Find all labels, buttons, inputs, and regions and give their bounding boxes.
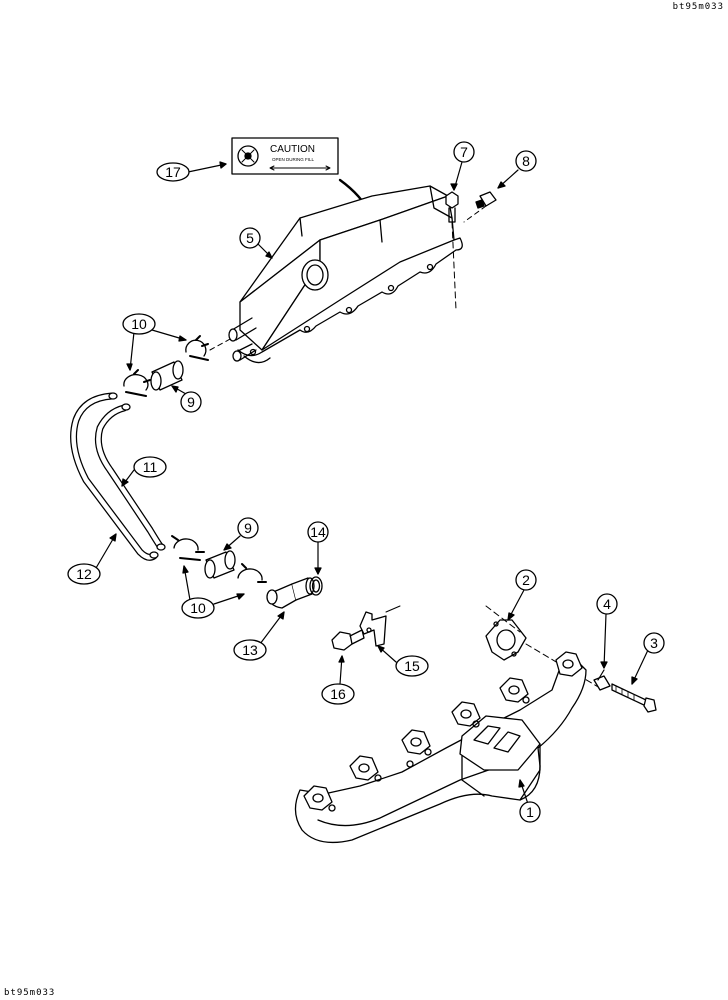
callouts: 17 7 8 5 10 9 11 bbox=[67, 141, 665, 823]
callout-5-label: 5 bbox=[246, 230, 254, 246]
callout-16 bbox=[321, 683, 355, 705]
decal-title: CAUTION bbox=[270, 144, 315, 155]
manifold-stud bbox=[611, 683, 657, 713]
mounting-bolt bbox=[331, 629, 365, 651]
callout-1-label: 1 bbox=[526, 804, 534, 820]
callout-2-label: 2 bbox=[522, 572, 530, 588]
callout-8-label: 8 bbox=[522, 153, 530, 169]
manifold-gasket bbox=[485, 619, 527, 661]
coolant-tube-12 bbox=[70, 392, 159, 561]
lock-clip bbox=[593, 669, 611, 691]
callout-5 bbox=[239, 227, 261, 249]
callout-14 bbox=[307, 521, 329, 543]
exhaust-manifold bbox=[294, 651, 587, 844]
drawing-code-top: bt95m033 bbox=[672, 2, 724, 12]
level-sensor bbox=[463, 191, 497, 223]
callout-9-upper-label: 9 bbox=[187, 394, 195, 410]
callout-3 bbox=[643, 632, 665, 654]
callout-13-label: 13 bbox=[242, 642, 258, 658]
callout-11-label: 11 bbox=[143, 459, 158, 475]
callout-10-upper-label: 10 bbox=[131, 316, 147, 332]
callout-16-label: 16 bbox=[330, 686, 346, 702]
decal-subtitle: OPEN DURING FILL bbox=[272, 157, 315, 162]
callout-11 bbox=[133, 456, 167, 478]
caution-decal: CAUTION OPEN DURING FILL bbox=[231, 137, 339, 175]
elbow-fitting bbox=[266, 577, 315, 609]
lower-hose-9 bbox=[204, 550, 236, 579]
callout-4-label: 4 bbox=[603, 596, 611, 612]
callout-15 bbox=[395, 655, 429, 677]
lower-clamp-1 bbox=[171, 535, 205, 561]
callout-2 bbox=[515, 569, 537, 591]
decal-warning-icon bbox=[237, 145, 259, 167]
callout-4 bbox=[596, 593, 618, 615]
upper-clamp-1 bbox=[185, 335, 209, 361]
callout-3-label: 3 bbox=[650, 635, 658, 651]
callout-17 bbox=[156, 162, 190, 182]
callout-14-label: 14 bbox=[310, 524, 326, 540]
upper-clamp-2 bbox=[123, 369, 151, 397]
callout-7-label: 7 bbox=[460, 144, 468, 160]
callout-12-label: 12 bbox=[76, 566, 92, 582]
callout-15-label: 15 bbox=[404, 658, 420, 674]
callout-13 bbox=[233, 639, 267, 661]
callout-12 bbox=[67, 563, 101, 585]
expansion-tank bbox=[228, 185, 463, 364]
drawing-code-bottom: bt95m033 bbox=[4, 988, 56, 998]
callout-8 bbox=[515, 150, 537, 172]
lower-clamp-2 bbox=[237, 563, 267, 583]
callout-10-upper bbox=[122, 313, 156, 335]
coolant-tube-11 bbox=[94, 403, 166, 551]
callout-9-upper bbox=[180, 391, 202, 413]
callout-10-lower bbox=[181, 597, 215, 619]
callout-7 bbox=[453, 141, 475, 163]
upper-hose-9 bbox=[150, 360, 184, 391]
bracket bbox=[359, 605, 401, 647]
callout-10-lower-label: 10 bbox=[190, 600, 206, 616]
callout-1 bbox=[519, 801, 541, 823]
callout-17-label: 17 bbox=[165, 164, 181, 180]
o-ring bbox=[309, 576, 323, 596]
tank-cap-screw bbox=[445, 191, 459, 311]
callout-9-lower bbox=[237, 517, 259, 539]
callout-9-lower-label: 9 bbox=[244, 520, 252, 536]
